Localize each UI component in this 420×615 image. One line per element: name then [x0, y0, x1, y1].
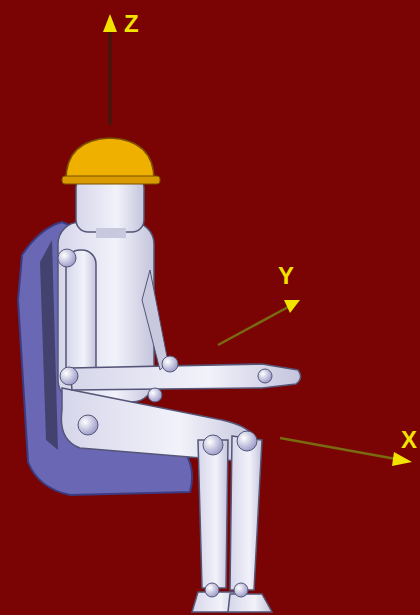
joint: [58, 249, 76, 267]
joint: [60, 367, 78, 385]
x-axis-head: [392, 452, 412, 466]
lower-leg: [198, 440, 228, 588]
joint: [78, 415, 98, 435]
joint: [205, 583, 219, 597]
joint: [237, 431, 257, 451]
forearm: [70, 364, 301, 390]
axis-label: X: [401, 428, 417, 452]
z-axis-line: [109, 30, 112, 125]
y-axis-line: [218, 306, 290, 345]
lower-leg: [230, 436, 262, 590]
joint: [162, 356, 178, 372]
neck: [96, 228, 126, 238]
joint: [203, 435, 223, 455]
joints: [58, 249, 272, 597]
far-arm: [142, 270, 168, 370]
upper-arm: [66, 250, 96, 382]
y-axis-head: [284, 300, 300, 313]
seat-shadow: [40, 240, 58, 450]
axis-label: Y: [278, 264, 294, 288]
axis-label: Z: [124, 12, 139, 36]
x-axis-line: [280, 438, 396, 459]
foot: [228, 594, 272, 612]
joint: [258, 369, 272, 383]
joint: [234, 583, 248, 597]
hard-hat-brim: [62, 176, 160, 184]
joint: [148, 388, 162, 402]
z-axis-head: [103, 14, 117, 32]
hard-hat: [66, 138, 154, 180]
